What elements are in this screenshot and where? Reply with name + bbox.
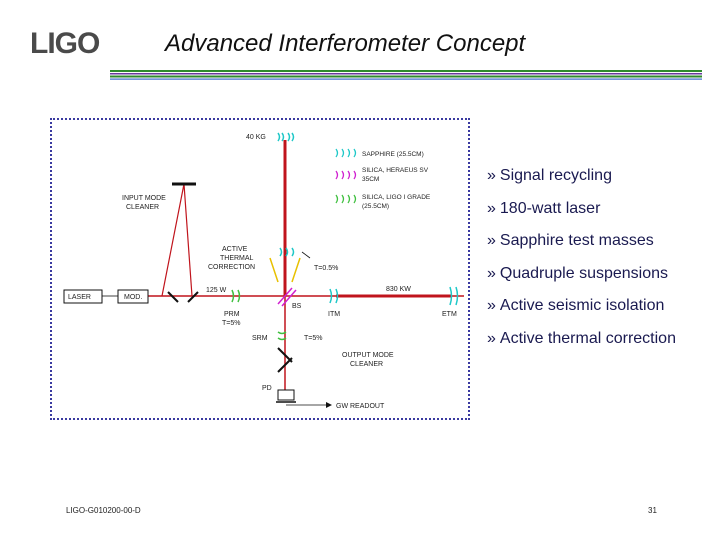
itm-label: ITM [328,311,340,318]
steering-mirror-2 [187,291,199,303]
legend-silica-ligo-1: SILICA, LIGO I GRADE [362,194,431,201]
legend-sapphire-swatch [335,148,357,158]
list-item: »Sapphire test masses [487,225,676,258]
list-item-text: Active thermal correction [499,329,676,347]
legend-silica-ligo-2: (25.5CM) [362,203,389,210]
input-mode-label-2: CLEANER [126,204,159,211]
bullet-marker: » [487,297,496,314]
mod-box [117,289,149,304]
page-number: 31 [648,506,657,515]
output-mode-label-1: OUTPUT MODE [342,352,394,359]
photodetector-box [277,389,295,401]
gw-readout-label: GW READOUT [336,403,385,410]
srm-mirror [277,331,287,341]
list-item: »Active thermal correction [487,323,676,356]
list-item: »180-watt laser [487,193,676,226]
bullet-marker: » [487,329,496,347]
bullet-marker: » [487,232,496,249]
itm-y-mirror [279,247,295,257]
legend-silica-heraeus-swatch [335,170,357,180]
interferometer-diagram: 40 KG SAPPHIRE (25.5CM) SILICA, HERAEUS … [50,118,470,420]
power-125w-label: 125 W [206,287,227,294]
srm-transmission-label: T=5% [304,335,322,342]
input-mode-label-1: INPUT MODE [122,195,166,202]
legend: SAPPHIRE (25.5CM) SILICA, HERAEUS SV 35C… [335,148,431,210]
laser-label: LASER [68,294,91,301]
etm-label: ETM [442,311,457,318]
prm-label-1: PRM [224,311,240,318]
list-item-text: Sapphire test masses [499,232,654,249]
slide-title: Advanced Interferometer Concept [165,30,526,57]
bs-label: BS [292,303,302,310]
input-mode-cleaner-beam [161,183,193,297]
list-item-text: Signal recycling [499,167,612,184]
itm-transmission-label: T=0.5% [314,265,338,272]
omc-mirror-2 [277,357,293,373]
active-label-1: ACTIVE [222,246,248,253]
laser-beams [124,140,464,390]
mod-label: MOD. [124,294,142,301]
ligo-logo: LIGO [30,27,101,58]
legend-silica-ligo-swatch [335,194,357,204]
laser-box [63,289,103,304]
list-item-text: Active seismic isolation [499,297,665,314]
list-item: »Active seismic isolation [487,290,676,323]
legend-silica-heraeus-1: SILICA, HERAEUS SV [362,167,429,174]
steering-mirror-1 [167,291,179,303]
srm-label: SRM [252,335,268,342]
prm-mirror [231,289,241,303]
bullet-marker: » [487,167,496,184]
document-id: LIGO-G010200-00-D [66,506,141,515]
thermal-correction-beams [269,257,301,283]
list-item-text: 180-watt laser [499,199,601,217]
list-item: »Signal recycling [487,160,676,193]
power-830kw-label: 830 KW [386,286,411,293]
beam-splitter [277,287,297,307]
diagram-canvas: 40 KG SAPPHIRE (25.5CM) SILICA, HERAEUS … [63,132,464,410]
readout-arrow-icon [326,402,332,408]
itm-x-mirror [329,288,339,304]
logo-text: LIGO [30,27,100,58]
prm-label-2: T=5% [222,320,240,327]
pd-label: PD [262,385,272,392]
output-mode-label-2: CLEANER [350,361,383,368]
header-stripes [110,70,702,80]
bullet-marker: » [487,199,496,217]
list-item-text: Quadruple suspensions [499,264,669,282]
etm-y-mirror [277,132,295,142]
bullet-marker: » [487,264,496,282]
active-label-2: THERMAL [220,255,254,262]
legend-sapphire: SAPPHIRE (25.5CM) [362,151,424,158]
legend-silica-heraeus-2: 35CM [362,176,379,183]
t05-leader [301,251,311,259]
list-item: »Quadruple suspensions [487,258,676,291]
etm-x-mirror [449,286,459,306]
feature-list: »Signal recycling »180-watt laser »Sapph… [487,160,676,355]
mass-label: 40 KG [246,134,266,141]
active-label-3: CORRECTION [208,264,255,271]
